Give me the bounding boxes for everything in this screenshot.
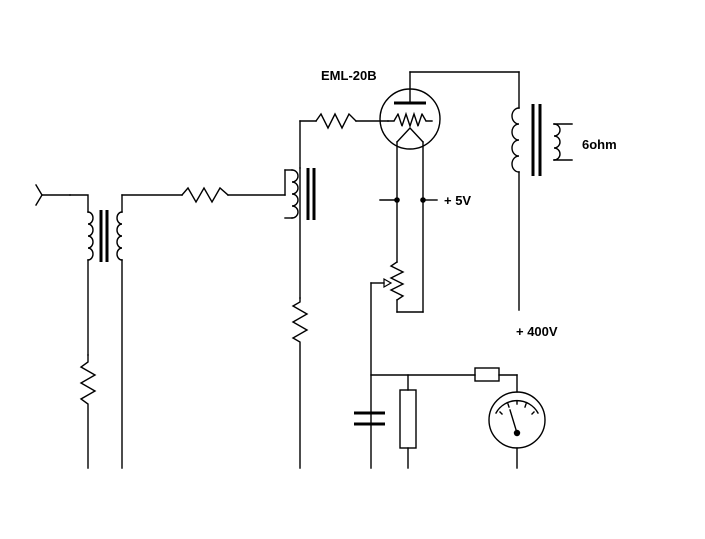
plate-supply-label: + 400V xyxy=(516,324,558,339)
triode-tube xyxy=(379,71,441,201)
grid-leak-resistor xyxy=(291,120,309,469)
input-transformer xyxy=(69,194,123,469)
filament-supply xyxy=(379,197,438,203)
output-transformer xyxy=(409,71,573,311)
cathode-bias-network xyxy=(354,282,476,469)
input-terminal xyxy=(35,184,71,206)
current-meter xyxy=(488,391,546,469)
cathode-potentiometer xyxy=(370,199,424,313)
tube-type-label: EML-20B xyxy=(321,68,377,83)
grid-stopper-resistor xyxy=(299,112,389,130)
interstage-transformer xyxy=(284,167,316,299)
input-shunt-resistor xyxy=(79,354,97,469)
speaker-impedance-label: 6ohm xyxy=(582,137,617,152)
filament-supply-label: + 5V xyxy=(444,193,471,208)
series-resistor xyxy=(121,186,286,204)
meter-shunt-resistor xyxy=(474,367,518,393)
